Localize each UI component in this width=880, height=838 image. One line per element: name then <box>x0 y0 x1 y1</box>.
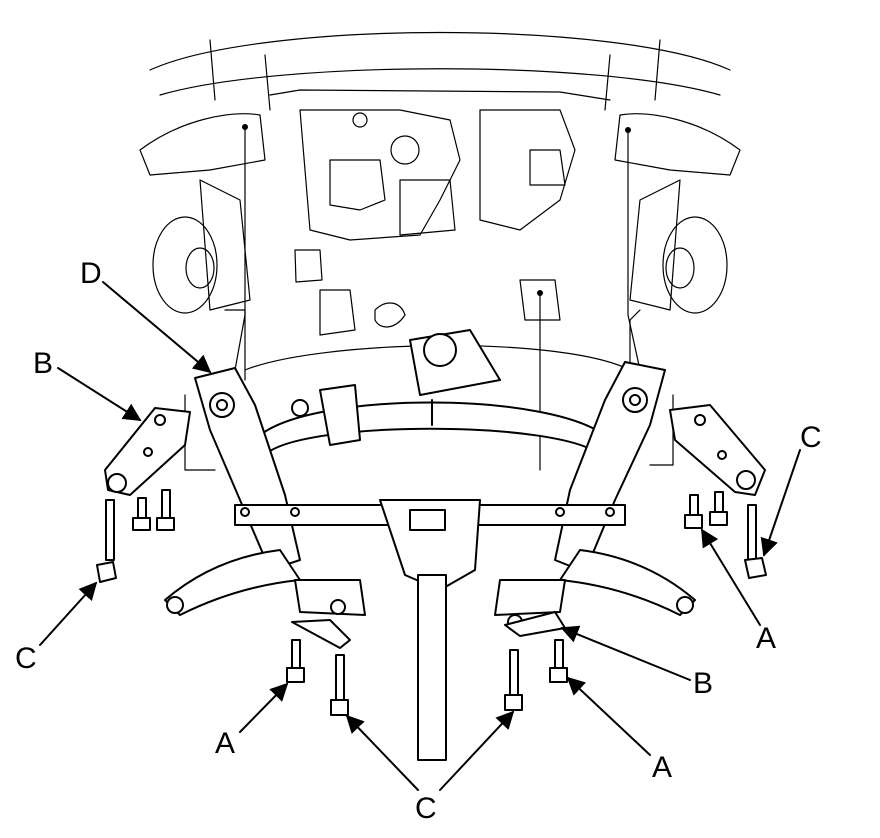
bolt-a-right-low <box>549 639 568 683</box>
bolt-a-right-mid-1 <box>684 494 703 529</box>
leader-a-left <box>239 682 289 733</box>
callout-a-right-low: A <box>652 751 672 784</box>
callout-c-bottom: C <box>415 792 437 825</box>
leader-c-bottom-2 <box>439 710 515 791</box>
callout-d: D <box>80 257 102 290</box>
callout-a-left: A <box>215 727 235 760</box>
leader-b-left <box>57 367 142 421</box>
bolt-c-bottom-left <box>330 654 349 716</box>
mount-point-front-left <box>242 124 248 130</box>
vehicle-underbody <box>139 31 741 381</box>
small-bracket-left <box>291 619 351 649</box>
mount-point-front-right <box>625 127 631 133</box>
front-subframe <box>164 361 696 761</box>
mount-point-center <box>537 290 543 296</box>
bolt-c-left <box>96 499 117 583</box>
leader-a-right-low <box>566 676 651 756</box>
bolt-left-upper-2 <box>156 489 175 531</box>
stiffener-bracket-right <box>669 404 766 496</box>
stiffener-bracket-left <box>104 407 191 496</box>
leader-b-right <box>560 625 691 681</box>
callout-b-right: B <box>693 667 713 700</box>
callout-a-right-mid: A <box>756 622 776 655</box>
callout-c-left: C <box>15 642 37 675</box>
bolt-set <box>96 489 767 716</box>
bolt-a-right-mid-2 <box>709 491 728 526</box>
callout-leaders <box>39 281 801 791</box>
leader-c-right <box>760 449 801 557</box>
leader-c-left <box>39 581 98 646</box>
callout-labels: D B C A C A B A C <box>15 257 822 825</box>
bolt-c-bottom-right <box>504 649 523 711</box>
bolt-c-right <box>744 504 767 579</box>
leader-c-bottom-1 <box>345 714 419 791</box>
bolt-a-left <box>286 639 305 683</box>
callout-b-left: B <box>33 347 53 380</box>
callout-c-right: C <box>800 421 822 454</box>
leader-a-right-mid <box>701 528 761 626</box>
steering-rack <box>254 329 611 456</box>
leader-d <box>102 281 212 374</box>
bolt-left-upper-1 <box>132 497 151 531</box>
